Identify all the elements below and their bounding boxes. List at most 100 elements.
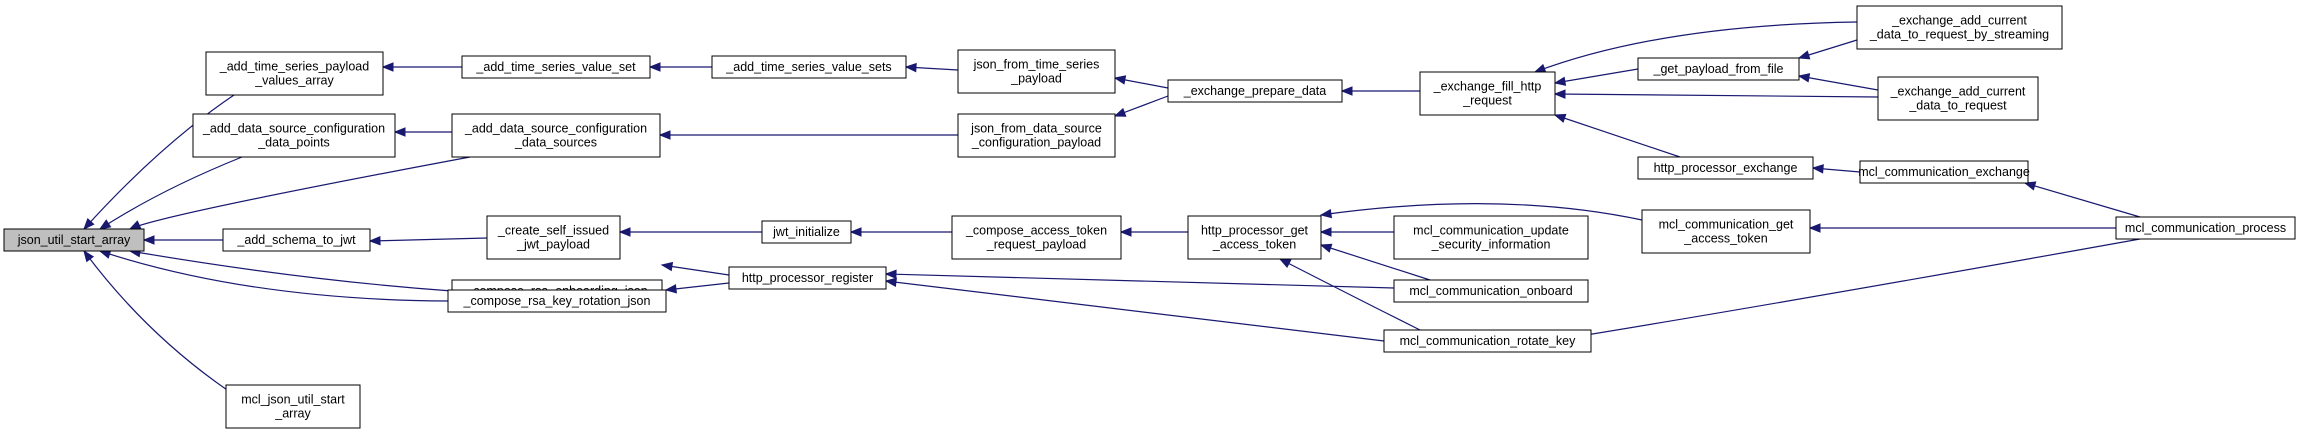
arrow-head-icon: [1808, 223, 1821, 233]
node-box[interactable]: [192, 113, 396, 158]
edge-http_exchange-to-exchange_fill: [1553, 113, 1681, 158]
node-box[interactable]: [3, 228, 145, 252]
edge-mcl_onboard-to-http_register: [884, 269, 1395, 289]
node-box[interactable]: [1859, 160, 2029, 184]
node-box[interactable]: [1637, 156, 1814, 180]
edge-line: [885, 273, 1395, 289]
node-box[interactable]: [461, 55, 651, 79]
arrow-head-icon: [660, 261, 674, 272]
node-http_exchange[interactable]: http_processor_exchange: [1637, 156, 1814, 180]
node-get_payload_file[interactable]: _get_payload_from_file: [1637, 57, 1800, 81]
edge-line: [1554, 93, 1879, 98]
edge-json_from_ds-to-add_ds_sources: [658, 130, 958, 140]
arrow-head-icon: [1319, 227, 1332, 237]
node-compose_access[interactable]: _compose_access_token_request_payload: [951, 215, 1122, 260]
node-add_ds_points[interactable]: _add_data_source_configuration_data_poin…: [192, 113, 396, 158]
node-label: http_processor_exchange: [1654, 161, 1798, 175]
node-http_get_token[interactable]: http_processor_get_access_token: [1187, 215, 1322, 260]
node-box[interactable]: [711, 55, 907, 79]
node-box[interactable]: [1641, 209, 1811, 254]
edge-mcl_onboard-to-http_get_token: [1319, 243, 1431, 281]
node-mcl_update_sec[interactable]: mcl_communication_update_security_inform…: [1393, 215, 1589, 260]
edge-mcl_update_sec-to-http_get_token: [1319, 227, 1394, 237]
edge-line: [1554, 114, 1681, 158]
edge-line: [99, 156, 243, 230]
node-box[interactable]: [1187, 215, 1322, 260]
node-box[interactable]: [1856, 5, 2063, 50]
node-box[interactable]: [1877, 76, 2039, 121]
node-label: _exchange_add_current: [1890, 85, 2026, 99]
arrow-head-icon: [1553, 76, 1567, 86]
node-box[interactable]: [222, 228, 371, 252]
node-jwt_init[interactable]: jwt_initialize: [761, 220, 852, 244]
node-label: mcl_json_util_start: [241, 393, 345, 407]
node-add_ts_value_set[interactable]: _add_time_series_value_set: [461, 55, 651, 79]
node-add_schema[interactable]: _add_schema_to_jwt: [222, 228, 371, 252]
edge-add_ds_sources-to-add_ds_points: [393, 127, 452, 137]
node-label: _configuration_payload: [971, 136, 1101, 150]
node-box[interactable]: [1637, 57, 1800, 81]
node-mcl_exchange[interactable]: mcl_communication_exchange: [1858, 160, 2030, 184]
node-box[interactable]: [2115, 216, 2296, 240]
node-label: _compose_rsa_key_rotation_json: [463, 294, 651, 308]
node-label: _create_self_issued: [497, 224, 609, 238]
node-label: _access_token: [1212, 238, 1296, 252]
node-ex_add_stream[interactable]: _exchange_add_current_data_to_request_by…: [1856, 5, 2063, 50]
edge-line: [665, 282, 730, 291]
node-box[interactable]: [957, 113, 1116, 158]
node-box[interactable]: [486, 215, 621, 260]
node-mcl_onboard[interactable]: mcl_communication_onboard: [1393, 279, 1589, 303]
arrow-head-icon: [664, 284, 677, 294]
arrow-head-icon: [2023, 181, 2037, 191]
node-json_from_ds[interactable]: json_from_data_source_configuration_payl…: [957, 113, 1116, 158]
node-root[interactable]: json_util_start_array: [3, 228, 145, 252]
node-box[interactable]: [205, 51, 384, 96]
node-label: _add_data_source_configuration: [202, 122, 385, 136]
node-ex_add_current[interactable]: _exchange_add_current_data_to_request: [1877, 76, 2039, 121]
edge-add_ts_value_set-to-add_ts_payload: [381, 62, 462, 72]
edge-add_ds_points-to-root: [98, 156, 243, 230]
node-box[interactable]: [1393, 279, 1589, 303]
arrow-head-icon: [904, 62, 917, 73]
arrow-head-icon: [648, 62, 661, 72]
edge-line: [83, 250, 243, 401]
node-label: _array: [274, 407, 311, 421]
arrow-head-icon: [1811, 164, 1824, 174]
node-box[interactable]: [225, 384, 361, 429]
edge-line: [885, 280, 1385, 342]
node-mcl_process[interactable]: mcl_communication_process: [2115, 216, 2296, 240]
arrow-head-icon: [1319, 208, 1333, 219]
edge-create_jwt-to-add_schema: [368, 235, 488, 246]
edge-line: [99, 250, 449, 302]
arrow-head-icon: [368, 235, 381, 246]
node-box[interactable]: [761, 220, 852, 244]
node-box[interactable]: [957, 49, 1116, 94]
node-box[interactable]: [1393, 215, 1589, 260]
node-box[interactable]: [1167, 79, 1343, 103]
node-rsa_rotation[interactable]: _compose_rsa_key_rotation_json: [447, 289, 667, 313]
node-box[interactable]: [451, 113, 661, 158]
node-box[interactable]: [1419, 71, 1556, 116]
node-exchange_fill[interactable]: _exchange_fill_http_request: [1419, 71, 1556, 116]
node-box[interactable]: [447, 289, 667, 313]
node-http_register[interactable]: http_processor_register: [728, 266, 887, 290]
arrow-head-icon: [98, 219, 112, 230]
edge-mcl_process-to-mcl_exchange: [2023, 181, 2141, 218]
edge-mcl_rotate-to-http_register: [884, 277, 1385, 342]
node-add_ts_payload[interactable]: _add_time_series_payload_values_array: [205, 51, 384, 96]
arrow-head-icon: [618, 227, 631, 237]
node-mcl_json[interactable]: mcl_json_util_start_array: [225, 384, 361, 429]
node-box[interactable]: [951, 215, 1122, 260]
node-mcl_get_token[interactable]: mcl_communication_get_access_token: [1641, 209, 1811, 254]
node-create_jwt[interactable]: _create_self_issued_jwt_payload: [486, 215, 621, 260]
node-label: _add_time_series_value_set: [475, 60, 636, 74]
node-add_ds_sources[interactable]: _add_data_source_configuration_data_sour…: [451, 113, 661, 158]
node-box[interactable]: [728, 266, 887, 290]
node-exchange_prepare[interactable]: _exchange_prepare_data: [1167, 79, 1343, 103]
edge-exchange_prepare-to-json_from_ts: [1113, 75, 1169, 89]
node-label: _request: [1462, 94, 1512, 108]
node-box[interactable]: [1383, 329, 1592, 353]
node-add_ts_value_sets[interactable]: _add_time_series_value_sets: [711, 55, 907, 79]
node-mcl_rotate[interactable]: mcl_communication_rotate_key: [1383, 329, 1592, 353]
node-json_from_ts[interactable]: json_from_time_series_payload: [957, 49, 1116, 94]
